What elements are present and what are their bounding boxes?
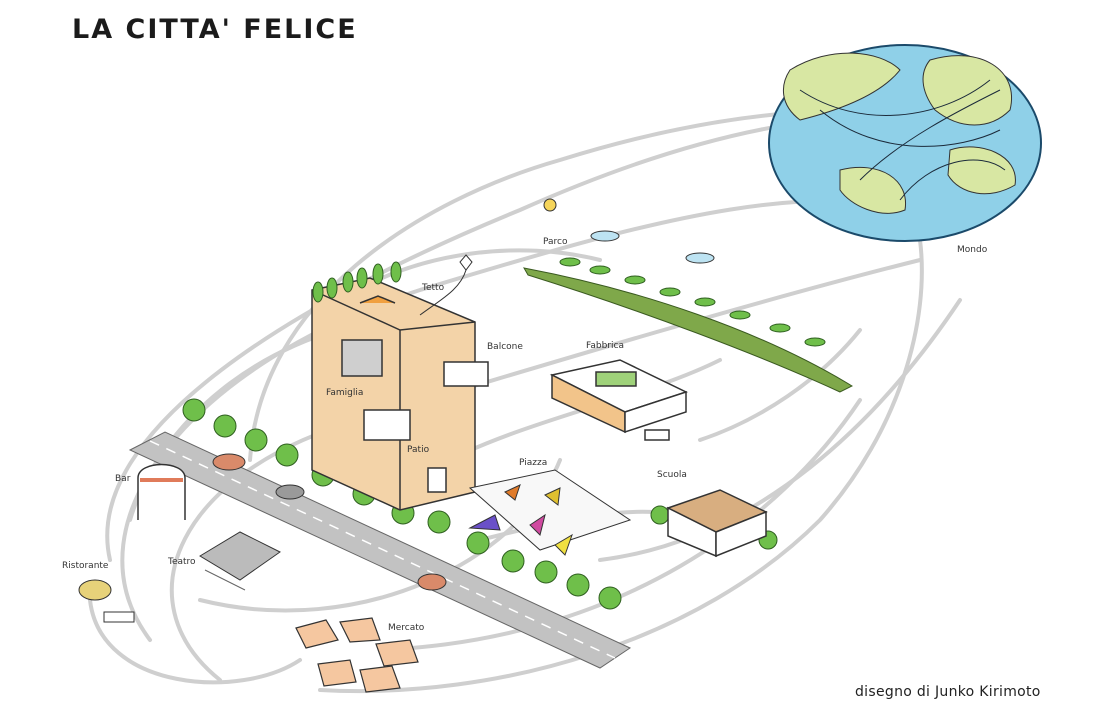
label-piazza: Piazza (519, 458, 548, 468)
label-mercato: Mercato (388, 623, 425, 633)
label-bar: Bar (115, 474, 131, 484)
page-title: LA CITTA' FELICE (72, 14, 358, 45)
park (523, 198, 854, 393)
school (666, 489, 768, 558)
factory (549, 359, 688, 441)
label-famiglia: Famiglia (326, 388, 364, 398)
cars (212, 453, 447, 591)
piazza (468, 469, 632, 556)
bar (137, 463, 186, 520)
label-fabbrica: Fabbrica (586, 341, 624, 351)
label-balcone: Balcone (487, 342, 523, 352)
label-teatro: Teatro (168, 557, 196, 567)
road (128, 431, 632, 669)
kite (419, 254, 473, 316)
label-ristorante: Ristorante (62, 561, 109, 571)
world (768, 44, 1042, 242)
label-scuola: Scuola (657, 470, 687, 480)
label-patio: Patio (407, 445, 430, 455)
label-parco: Parco (543, 237, 568, 247)
restaurant (78, 579, 135, 623)
theatre (199, 531, 281, 591)
building (311, 261, 489, 511)
market (295, 617, 419, 693)
label-mondo: Mondo (957, 245, 988, 255)
credit-text: disegno di Junko Kirimoto (855, 684, 1041, 700)
label-tetto: Tetto (422, 283, 445, 293)
